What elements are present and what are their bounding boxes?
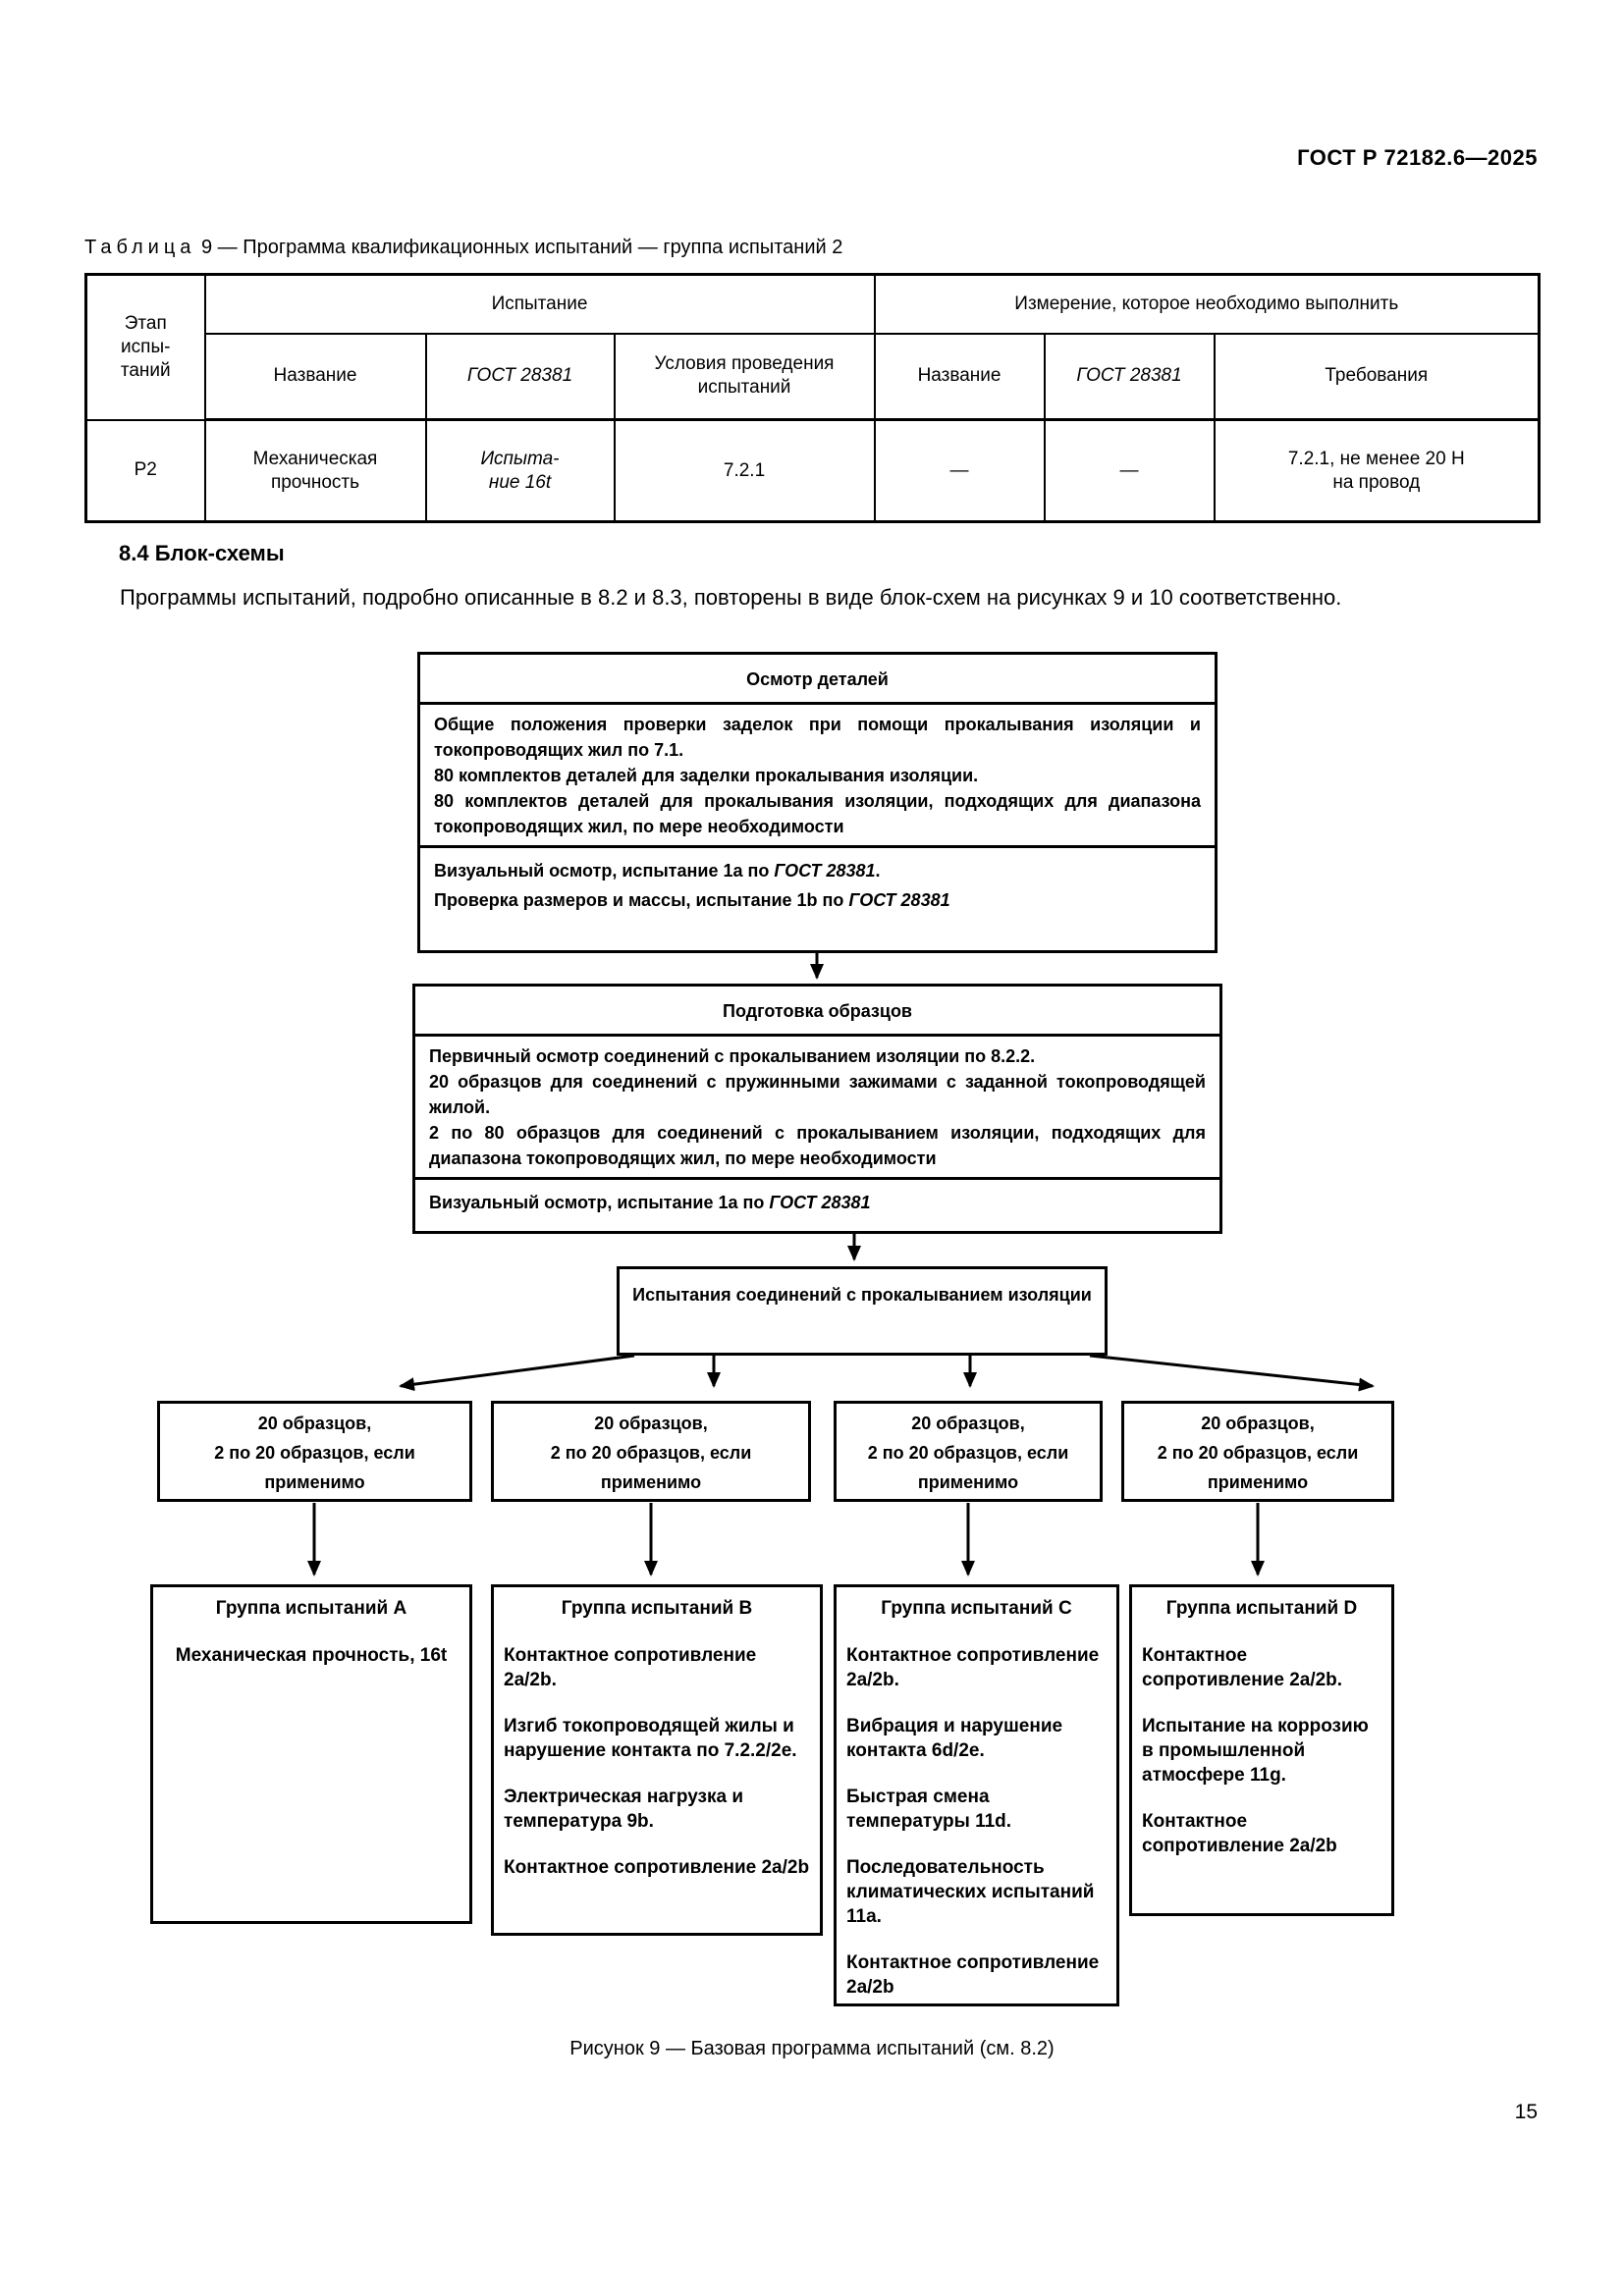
cell-stage: Р2 [84,418,206,523]
flow-box2-footer: Визуальный осмотр, испытание 1a по ГОСТ … [415,1177,1219,1222]
flow-box3-title: Испытания соединений с прокалыванием изо… [632,1285,1092,1305]
group-b-item: Контактное сопротивление 2a/2b. [504,1645,757,1690]
cell-meas-name: — [873,418,1046,523]
footer-text: Визуальный осмотр, испытание 1a по [434,861,775,881]
flow-box1-footer: Визуальный осмотр, испытание 1a по ГОСТ … [420,845,1215,920]
sample-box-4: 20 образцов, 2 по 20 образцов, если прим… [1121,1401,1394,1502]
footer-text: Визуальный осмотр, испытание 1a по [429,1193,770,1212]
header-cell-requirements: Требования [1213,332,1541,421]
sample-box-3: 20 образцов, 2 по 20 образцов, если прим… [834,1401,1103,1502]
flow-box2-footer-line: Визуальный осмотр, испытание 1a по ГОСТ … [429,1189,1206,1216]
header-cell-meas-gost: ГОСТ 28381 [1043,332,1216,421]
flow-box-parts-inspection: Осмотр деталей Общие положения проверки … [417,652,1218,953]
qualification-tests-table: Этап испы- таний Испытание Измерение, ко… [84,273,1542,523]
arrow-box3-to-sample-4 [1089,1354,1375,1392]
cell-test-name: Механическая прочность [203,418,427,523]
table-caption-word: Таблица [84,237,196,258]
flow-box1-body: Общие положения проверки заделок при пом… [420,702,1215,845]
header-cell-measure-group: Измерение, которое необходимо выполнить [873,273,1541,335]
header-cell-test-conditions: Условия проведения испытаний [613,332,876,421]
footer-text: . [875,861,881,881]
group-d-item: Контактное сопротивление 2a/2b. [1142,1645,1343,1690]
body-paragraph: Программы испытаний, подробно описанные … [120,585,1342,610]
test-group-c-box: Группа испытаний C Контактное сопротивле… [834,1584,1119,2006]
figure-caption: Рисунок 9 — Базовая программа испытаний … [569,2038,1055,2059]
group-a-title: Группа испытаний A [215,1598,407,1619]
group-b-item: Изгиб токопроводящей жилы и нарушение ко… [504,1716,797,1761]
flow-box-sample-preparation: Подготовка образцов Первичный осмотр сое… [412,984,1222,1234]
group-c-item: Быстрая смена температуры 11d. [846,1787,1012,1832]
flow-box1-footer-line: Визуальный осмотр, испытание 1a по ГОСТ … [434,857,1201,884]
group-c-item: Контактное сопротивление 2a/2b. [846,1645,1100,1690]
table-header-row-1: Этап испы- таний Испытание Измерение, ко… [84,273,1541,421]
group-a-item: Механическая прочность, 16t [175,1645,448,1666]
header-cell-test-name: Название [203,332,427,421]
flow-box2-body-entry: 20 образцов для соединений с пружинными … [429,1072,1206,1117]
flow-box1-title: Осмотр деталей [746,669,889,689]
group-c-item: Контактное сопротивление 2a/2b [846,1952,1100,1998]
test-group-d-box: Группа испытаний D Контактное сопротивле… [1129,1584,1394,1916]
footer-text: Проверка размеров и массы, испытание 1b … [434,890,849,910]
header-cell-stage: Этап испы- таний [84,273,206,421]
sample-box-1: 20 образцов, 2 по 20 образцов, если прим… [157,1401,472,1502]
table-caption: Таблица 9 — Программа квалификационных и… [84,237,842,259]
group-d-item: Контактное сопротивление 2a/2b [1142,1811,1337,1856]
test-group-b-box: Группа испытаний B Контактное сопротивле… [491,1584,823,1936]
cell-test-gost: Испыта- ние 16t [424,418,616,523]
table-header-row-2: Название ГОСТ 28381 Условия проведения и… [86,332,1541,421]
flow-box1-body-entry: Общие положения проверки заделок при пом… [434,715,1201,760]
flow-box1-body-entry: 80 комплектов деталей для заделки прокал… [434,766,979,785]
footer-gost-ref: ГОСТ 28381 [769,1193,871,1212]
flow-box2-body: Первичный осмотр соединений с прокалыван… [415,1034,1219,1177]
test-group-a-box: Группа испытаний A Механическая прочност… [150,1584,472,1924]
cell-test-conditions: 7.2.1 [613,418,876,523]
flow-box1-body-entry: 80 комплектов деталей для прокалывания и… [434,791,1201,836]
flow-box2-body-entry: 2 по 80 образцов для соединений с прокал… [429,1123,1206,1168]
group-c-item: Вибрация и нарушение контакта 6d/2e. [846,1716,1063,1761]
group-b-title: Группа испытаний B [561,1598,753,1619]
flow-box2-body-entry: Первичный осмотр соединений с прокалыван… [429,1046,1036,1066]
section-heading: 8.4 Блок-схемы [119,541,285,565]
header-cell-test-gost: ГОСТ 28381 [424,332,616,421]
page-number: 15 [1514,2101,1538,2123]
flow-box-piercing-tests: Испытания соединений с прокалыванием изо… [617,1266,1108,1356]
arrow-box3-to-sample-1 [399,1354,635,1392]
footer-gost-ref: ГОСТ 28381 [774,861,876,881]
group-b-item: Электрическая нагрузка и температура 9b. [504,1787,743,1832]
table-caption-text: 9 — Программа квалификационных испытаний… [200,237,843,258]
flowchart-arrows [307,953,1375,1576]
group-d-title: Группа испытаний D [1165,1598,1358,1619]
cell-meas-gost: — [1043,418,1216,523]
header-cell-meas-name: Название [873,332,1046,421]
document-number-header: ГОСТ Р 72182.6—2025 [1297,145,1538,170]
group-d-item: Испытание на коррозию в промышленной атм… [1142,1716,1369,1786]
cell-requirements: 7.2.1, не менее 20 Н на провод [1213,418,1541,523]
flow-box2-title: Подготовка образцов [723,1001,912,1021]
footer-gost-ref: ГОСТ 28381 [848,890,950,910]
group-c-item: Последовательность климатических испытан… [846,1857,1095,1927]
sample-box-2: 20 образцов, 2 по 20 образцов, если прим… [491,1401,811,1502]
header-cell-test-group: Испытание [203,273,876,335]
group-c-title: Группа испытаний C [881,1598,1072,1619]
figure-9-flowchart: Осмотр деталей Общие положения проверки … [0,648,1624,2081]
flow-box1-footer-line: Проверка размеров и массы, испытание 1b … [434,886,1201,914]
group-b-item: Контактное сопротивление 2a/2b [504,1857,810,1878]
table-row: Р2 Механическая прочность Испыта- ние 16… [84,418,1541,523]
